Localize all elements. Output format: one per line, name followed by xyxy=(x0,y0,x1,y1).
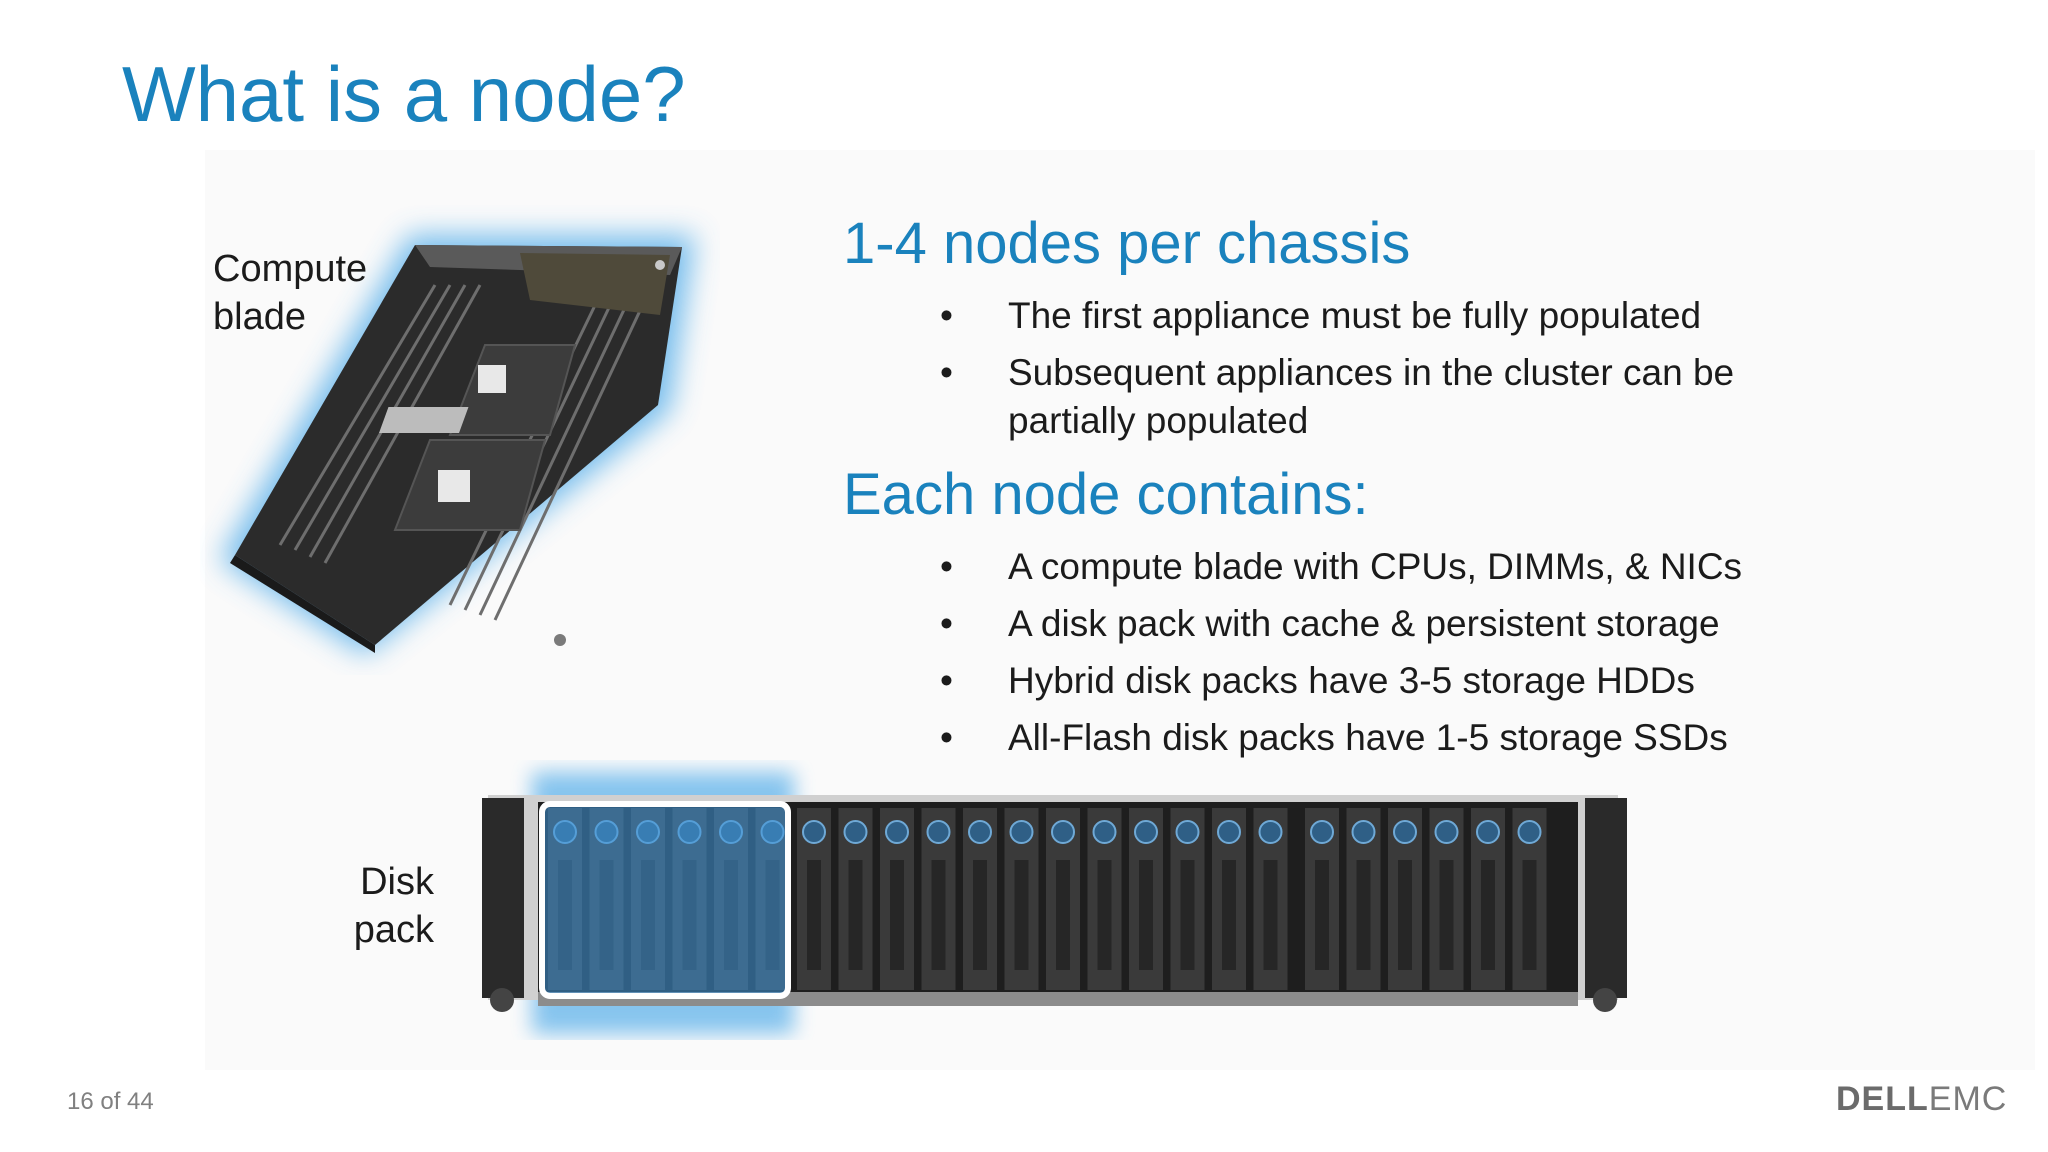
drive-bay xyxy=(1512,808,1547,990)
bullet-text: A disk pack with cache & persistent stor… xyxy=(1008,603,1720,644)
logo-emc-text: EMC xyxy=(1928,1080,2008,1118)
drive-bay xyxy=(1253,808,1288,990)
list-item: • The first appliance must be fully popu… xyxy=(940,292,1734,340)
chassis-image xyxy=(470,760,1640,1040)
list-item: • All-Flash disk packs have 1-5 storage … xyxy=(940,714,1742,762)
heading-nodes-per-chassis: 1-4 nodes per chassis xyxy=(843,211,1411,276)
drive-bay xyxy=(1212,808,1246,990)
disk-label-line2: pack xyxy=(353,909,434,951)
bullet-dot: • xyxy=(940,603,953,644)
page-indicator: 16 of 44 xyxy=(67,1088,154,1115)
drive-bay xyxy=(963,808,997,990)
compute-blade-label: Compute blade xyxy=(213,245,367,341)
list-item: • Subsequent appliances in the cluster c… xyxy=(940,349,1734,397)
bullet-dot: • xyxy=(940,660,953,701)
compute-blade-image xyxy=(200,205,720,675)
drive-bay xyxy=(1388,808,1422,990)
drive-bay xyxy=(797,808,831,990)
bullet-list-chassis: • The first appliance must be fully popu… xyxy=(940,292,1734,445)
bullet-text: A compute blade with CPUs, DIMMs, & NICs xyxy=(1008,546,1743,587)
dell-emc-logo: DELLEMC xyxy=(1836,1080,2007,1119)
list-item: • Hybrid disk packs have 3-5 storage HDD… xyxy=(940,657,1742,705)
bullet-text: All-Flash disk packs have 1-5 storage SS… xyxy=(1008,717,1728,758)
disk-pack-label: Disk pack xyxy=(330,858,434,954)
drive-bay xyxy=(1046,808,1080,990)
list-item-continuation: partially populated xyxy=(940,397,1734,445)
bullet-dot: • xyxy=(940,717,953,758)
slide-title: What is a node? xyxy=(122,50,686,138)
list-item: • A disk pack with cache & persistent st… xyxy=(940,600,1742,648)
logo-dell-text: DELL xyxy=(1836,1080,1929,1118)
drive-bay xyxy=(1305,808,1339,990)
drive-bay xyxy=(880,808,914,990)
bullet-dot: • xyxy=(940,352,953,393)
heading-each-node-contains: Each node contains: xyxy=(843,462,1369,527)
bullet-dot: • xyxy=(940,546,953,587)
bullet-list-node-contents: • A compute blade with CPUs, DIMMs, & NI… xyxy=(940,543,1742,762)
bullet-text: Subsequent appliances in the cluster can… xyxy=(1008,352,1735,393)
drive-bay xyxy=(1004,808,1039,990)
compute-label-line1: Compute xyxy=(213,248,368,290)
bullet-text: partially populated xyxy=(1008,400,1309,441)
drive-bay xyxy=(1170,808,1205,990)
drive-bay xyxy=(921,808,956,990)
drive-bay xyxy=(838,808,873,990)
compute-label-line2: blade xyxy=(213,296,306,338)
drive-bay xyxy=(1346,808,1381,990)
drive-bay xyxy=(1471,808,1505,990)
bullet-text: Hybrid disk packs have 3-5 storage HDDs xyxy=(1008,660,1695,701)
list-item: • A compute blade with CPUs, DIMMs, & NI… xyxy=(940,543,1742,591)
drive-bay xyxy=(1087,808,1122,990)
drive-bay xyxy=(1429,808,1464,990)
disk-label-line1: Disk xyxy=(360,861,434,903)
bullet-dot: • xyxy=(940,295,953,336)
bullet-text: The first appliance must be fully popula… xyxy=(1008,295,1702,336)
drive-bay xyxy=(1129,808,1163,990)
